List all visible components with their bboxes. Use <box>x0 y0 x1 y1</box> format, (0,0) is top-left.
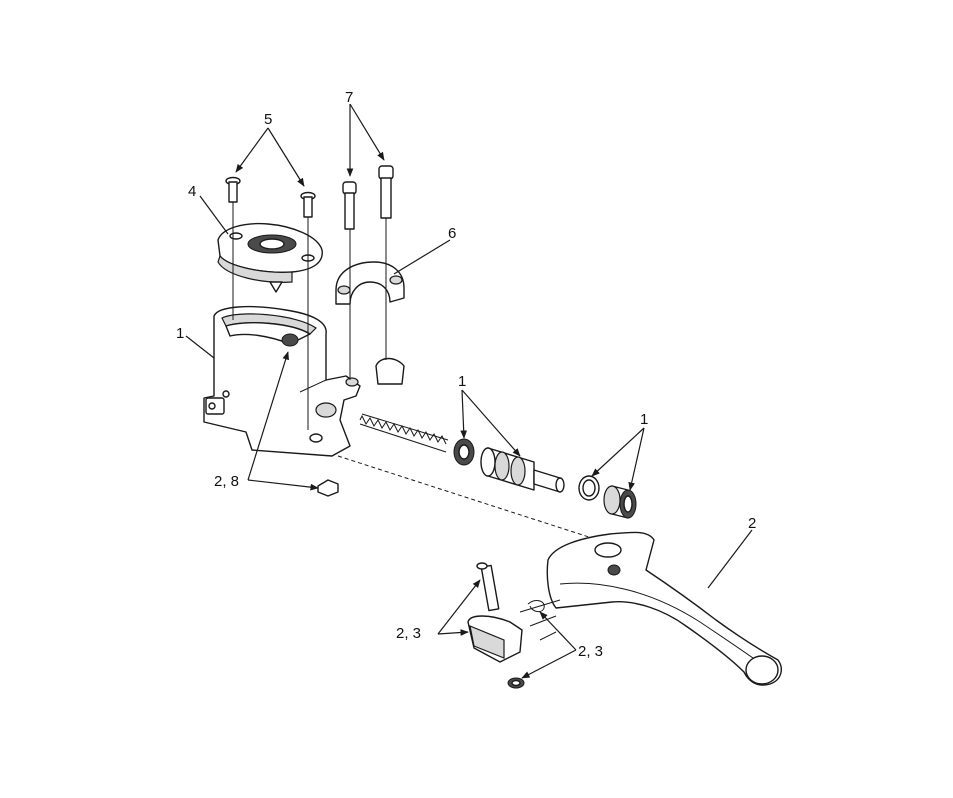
handlebar-clamp <box>335 261 405 305</box>
callout-5: 5 <box>264 111 272 128</box>
spring-clip <box>527 600 545 613</box>
reservoir-cover <box>217 222 323 293</box>
callout-2-3-left: 2, 3 <box>396 625 421 642</box>
pivot-nut <box>507 677 525 689</box>
callout-2-lever: 2 <box>748 515 756 532</box>
seal-washer <box>578 475 600 501</box>
brake-lever <box>519 531 782 686</box>
piston-bushing <box>603 485 637 519</box>
callout-6: 6 <box>448 225 456 242</box>
callout-1-body: 1 <box>176 325 184 342</box>
callout-1-seal: 1 <box>640 411 648 428</box>
bleed-plug <box>317 479 339 497</box>
alignment-line <box>337 455 593 539</box>
leader-lines <box>185 103 753 679</box>
callout-4: 4 <box>188 183 196 200</box>
lever-pivot-pin <box>476 562 500 612</box>
clamp-bolt-right <box>378 165 394 219</box>
piston-cup-seal <box>453 438 475 466</box>
adjuster-block <box>467 615 523 663</box>
master-cylinder-body <box>203 305 405 457</box>
callout-7: 7 <box>345 89 353 106</box>
clamp-bolt-left <box>342 181 357 230</box>
cover-screw-right <box>300 191 316 218</box>
piston <box>480 447 565 493</box>
cover-screw-left <box>225 176 241 203</box>
callout-2-8: 2, 8 <box>214 473 239 490</box>
callout-1-piston: 1 <box>458 373 466 390</box>
piston-spring <box>359 413 449 453</box>
callout-2-3-right: 2, 3 <box>578 643 603 660</box>
